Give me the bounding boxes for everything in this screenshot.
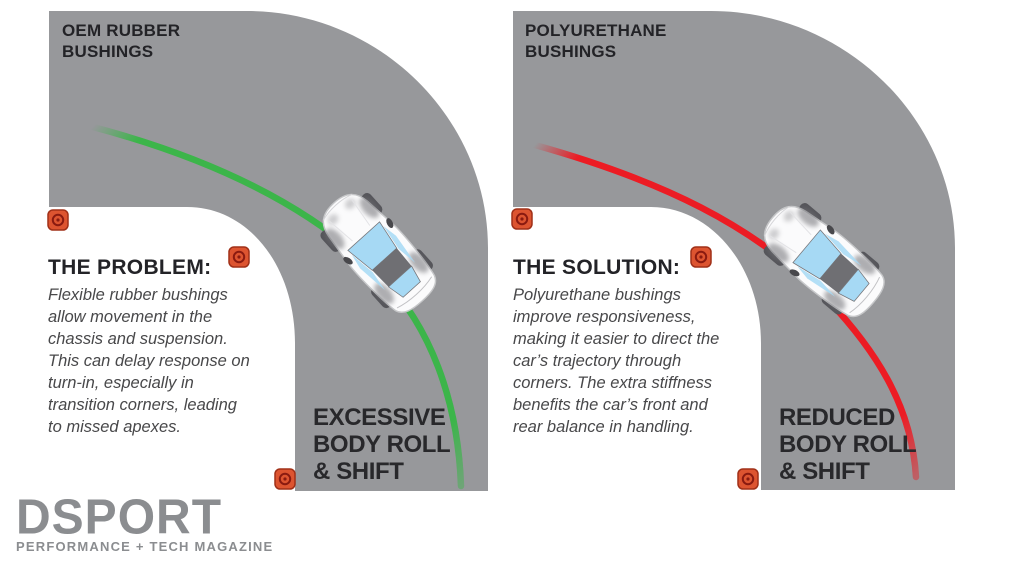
result-label-left-line1: EXCESSIVE (313, 404, 446, 431)
panel-title-poly-line2: BUSHINGS (525, 42, 617, 61)
result-label-right-line3: & SHIFT (779, 458, 870, 485)
dsport-logo: DSPORT PERFORMANCE + TECH MAGAZINE (16, 490, 274, 554)
panel-title-oem-line2: BUSHINGS (62, 42, 154, 61)
result-label-right-line1: REDUCED (779, 404, 895, 431)
result-label-left-line3: & SHIFT (313, 458, 404, 485)
solution-heading: THE SOLUTION: (513, 256, 681, 279)
panel-title-poly-line1: POLYURETHANE (525, 21, 667, 40)
problem-body: Flexible rubber bushings allow movement … (48, 286, 250, 436)
solution-body: Polyurethane bushings improve responsive… (513, 286, 720, 436)
panel-title-oem-line1: OEM RUBBER (62, 21, 181, 40)
road-left (49, 11, 488, 491)
cone-icon (737, 468, 759, 490)
road-right (513, 11, 955, 490)
dsport-logo-wordmark: DSPORT (16, 490, 223, 545)
panel-title-oem: OEM RUBBER BUSHINGS (62, 20, 180, 62)
cone-icon (274, 468, 296, 490)
cone-icon (511, 208, 533, 230)
result-label-right-line2: BODY ROLL (779, 431, 917, 458)
panel-title-poly: POLYURETHANE BUSHINGS (525, 20, 667, 62)
cone-icon (228, 246, 250, 268)
cone-icon (690, 246, 712, 268)
problem-heading: THE PROBLEM: (48, 256, 212, 279)
cone-icon (47, 209, 69, 231)
result-label-left-line2: BODY ROLL (313, 431, 451, 458)
dsport-logo-tagline: PERFORMANCE + TECH MAGAZINE (16, 539, 274, 554)
